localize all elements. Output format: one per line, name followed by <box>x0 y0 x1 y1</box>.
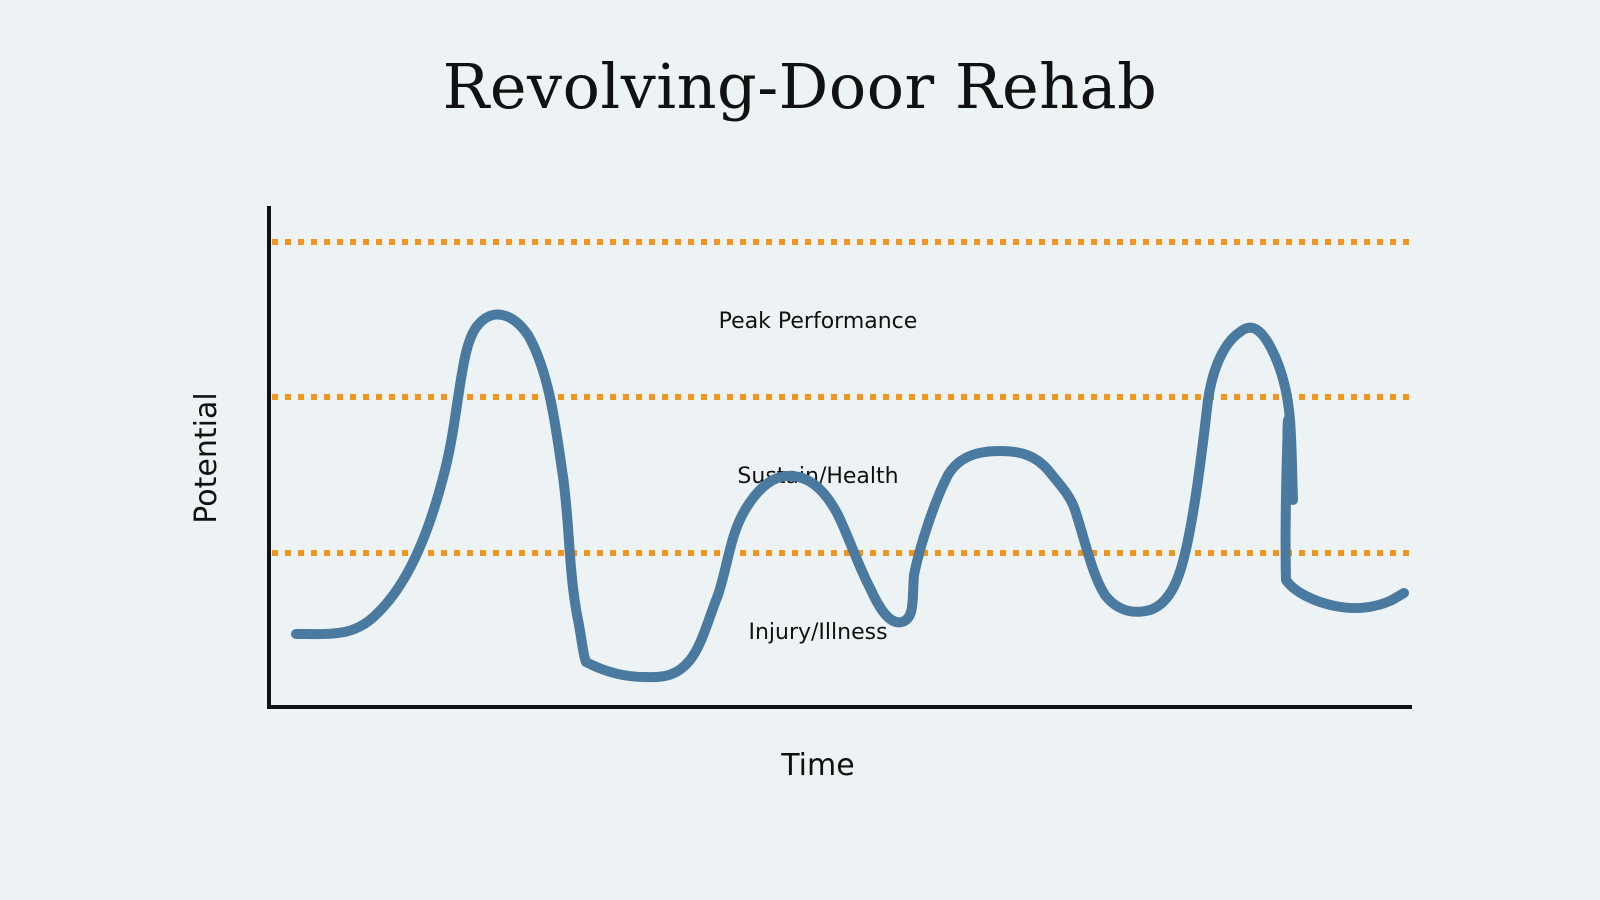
x-axis-label: Time <box>780 748 854 783</box>
potential-curve <box>291 309 1409 683</box>
zone-label-peak-performance: Peak Performance <box>719 309 918 334</box>
zone-label-injury-illness: Injury/Illness <box>748 620 887 645</box>
page-title: Revolving-Door Rehab <box>442 50 1158 123</box>
y-axis-label: Potential <box>189 392 224 523</box>
